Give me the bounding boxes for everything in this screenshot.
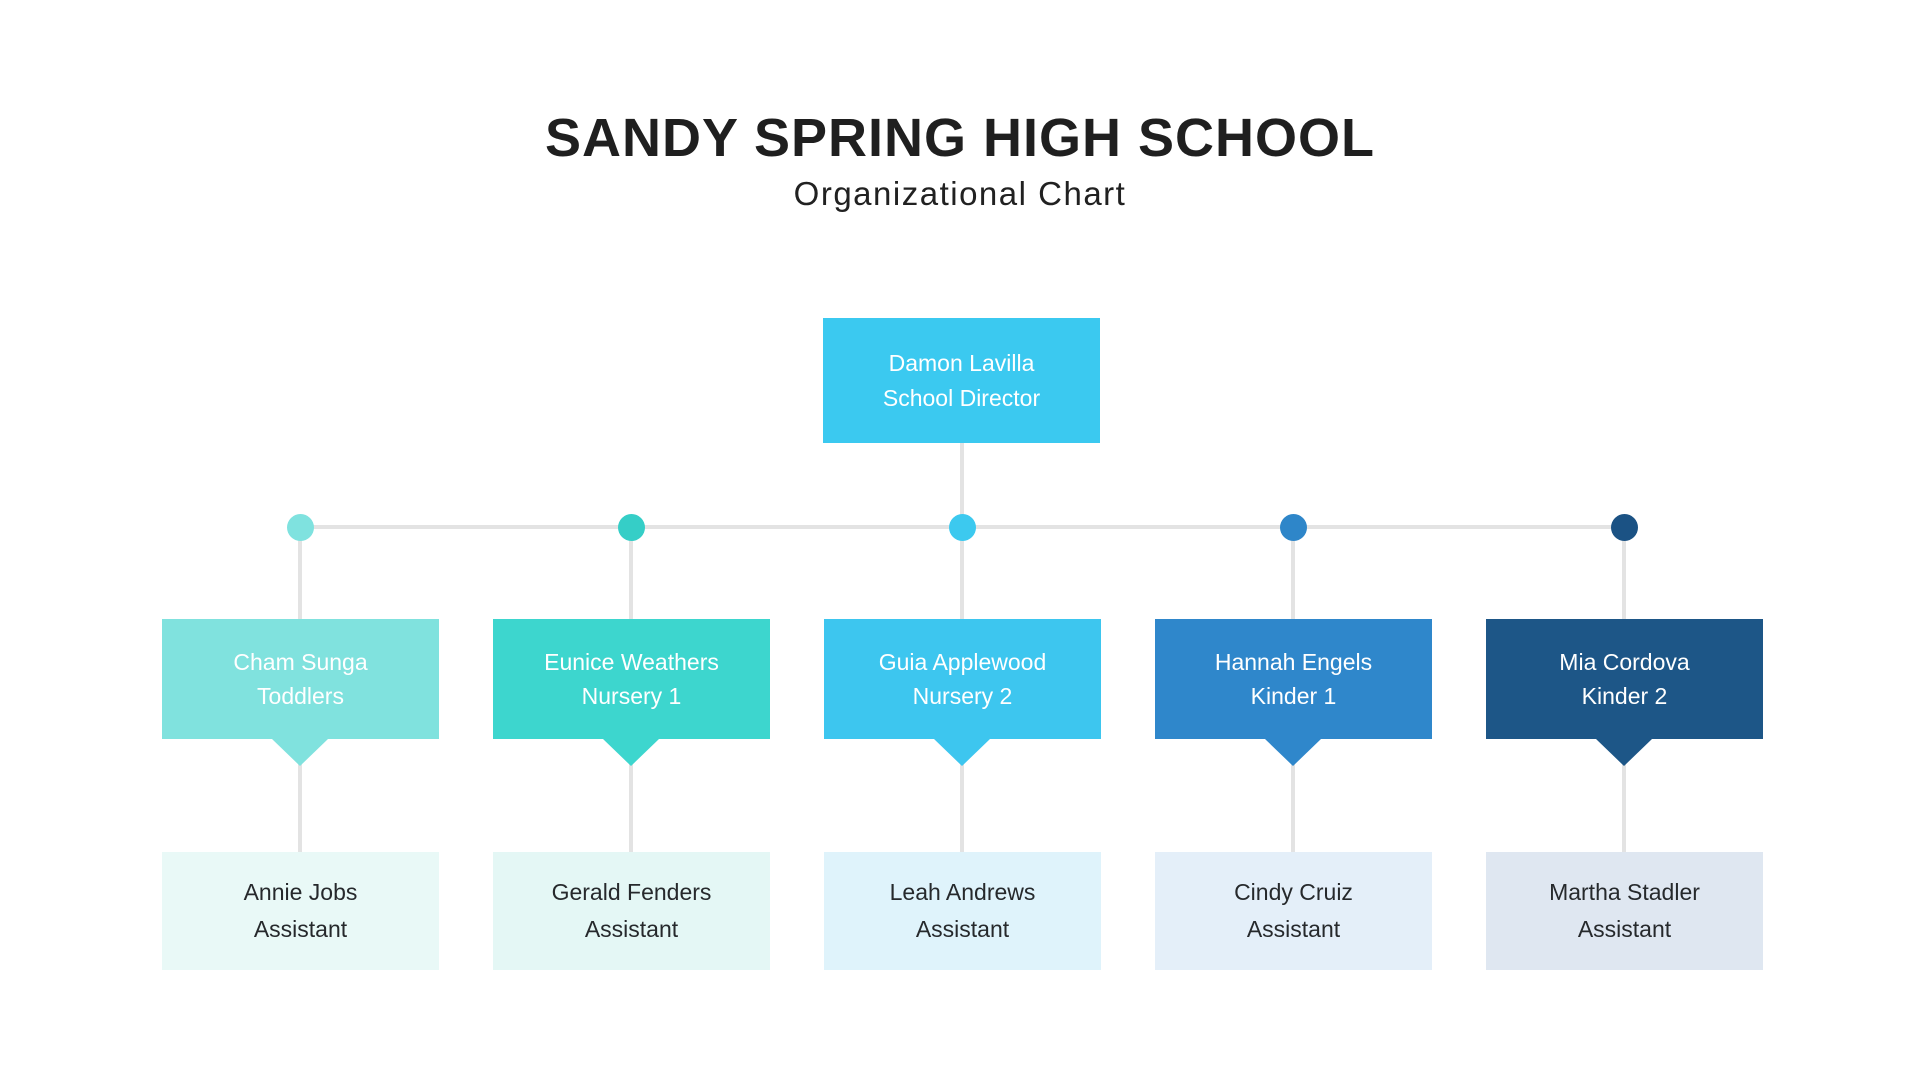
connector-line — [960, 540, 964, 620]
director-role: School Director — [882, 384, 1041, 411]
assistant-name: Annie Jobs — [243, 879, 358, 905]
member-name: Guia Applewood — [878, 649, 1047, 675]
connector-line — [298, 763, 302, 853]
member-role: Kinder 2 — [1581, 683, 1668, 709]
connector-line — [960, 763, 964, 853]
member-name: Mia Cordova — [1559, 649, 1690, 675]
connector-dot — [1611, 514, 1638, 541]
member-node: Eunice Weathers Nursery 1 — [493, 619, 770, 739]
member-name: Eunice Weathers — [544, 649, 719, 675]
connector-line — [1291, 540, 1295, 620]
assistant-role: Assistant — [915, 916, 1010, 942]
director-node: Damon Lavilla School Director — [823, 318, 1100, 443]
connector-line — [1622, 540, 1626, 620]
director-name: Damon Lavilla — [888, 349, 1035, 376]
assistant-role: Assistant — [1246, 916, 1341, 942]
connector-line — [629, 540, 633, 620]
assistant-name: Martha Stadler — [1549, 879, 1700, 905]
assistant-role: Assistant — [584, 916, 679, 942]
connector-line — [629, 763, 633, 853]
page-subtitle: Organizational Chart — [793, 175, 1127, 212]
member-node: Mia Cordova Kinder 2 — [1486, 619, 1763, 739]
assistant-name: Cindy Cruiz — [1234, 879, 1353, 905]
assistant-role: Assistant — [253, 916, 348, 942]
assistant-node: Annie Jobs Assistant — [162, 852, 439, 970]
connector-dot — [287, 514, 314, 541]
page-title: SANDY SPRING HIGH SCHOOL — [544, 108, 1376, 168]
assistant-node: Gerald Fenders Assistant — [493, 852, 770, 970]
assistant-node: Leah Andrews Assistant — [824, 852, 1101, 970]
member-role: Kinder 1 — [1250, 683, 1337, 709]
node-pointer — [603, 739, 659, 766]
assistant-name: Gerald Fenders — [551, 879, 712, 905]
connector-dot — [1280, 514, 1307, 541]
assistant-name: Leah Andrews — [889, 879, 1036, 905]
member-role: Toddlers — [257, 683, 344, 709]
connector-dot — [618, 514, 645, 541]
member-node: Guia Applewood Nursery 2 — [824, 619, 1101, 739]
member-name: Hannah Engels — [1214, 649, 1373, 675]
assistant-node: Cindy Cruiz Assistant — [1155, 852, 1432, 970]
assistant-node: Martha Stadler Assistant — [1486, 852, 1763, 970]
node-pointer — [1265, 739, 1321, 766]
member-role: Nursery 2 — [912, 683, 1013, 709]
connector-line — [1622, 763, 1626, 853]
connector-line — [1291, 763, 1295, 853]
member-node: Cham Sunga Toddlers — [162, 619, 439, 739]
node-pointer — [934, 739, 990, 766]
node-pointer — [272, 739, 328, 766]
node-pointer — [1596, 739, 1652, 766]
member-node: Hannah Engels Kinder 1 — [1155, 619, 1432, 739]
assistant-role: Assistant — [1577, 916, 1672, 942]
connector-director-stub — [960, 443, 964, 527]
member-role: Nursery 1 — [581, 683, 682, 709]
member-name: Cham Sunga — [233, 649, 368, 675]
connector-dot — [949, 514, 976, 541]
connector-line — [298, 540, 302, 620]
